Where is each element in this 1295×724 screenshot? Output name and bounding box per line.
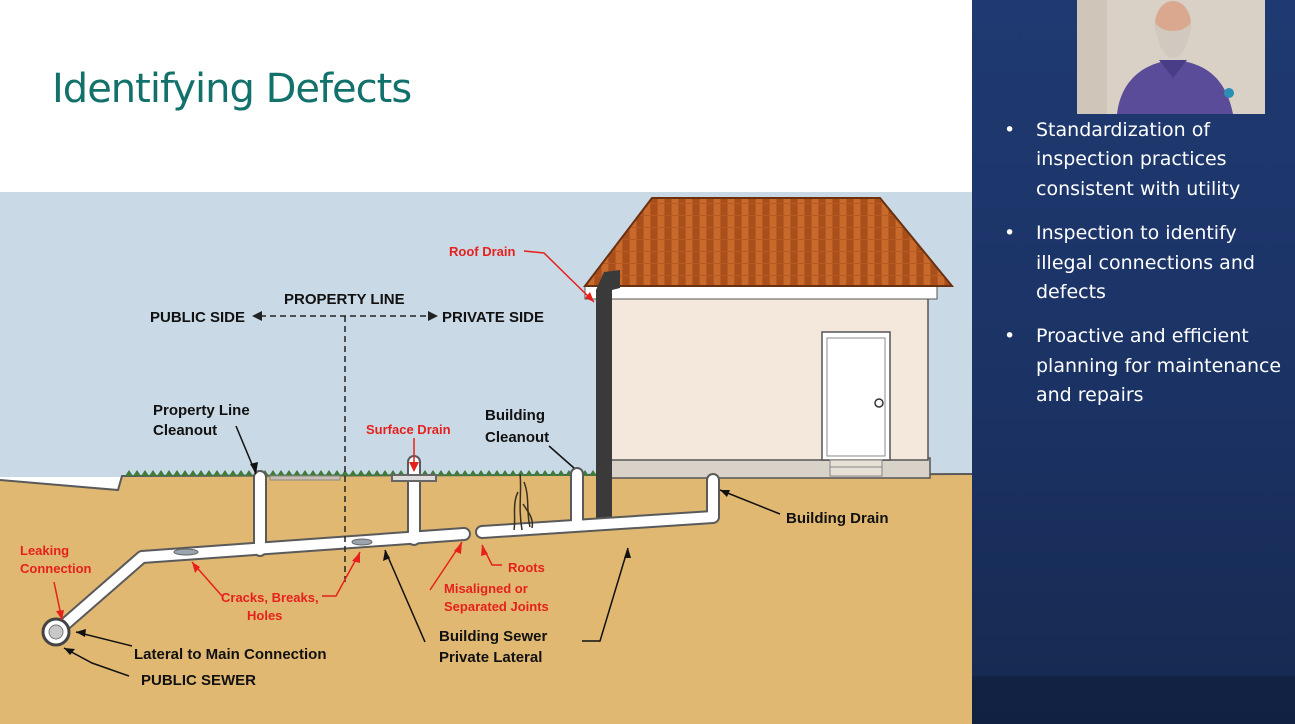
property-line-cleanout-label: Property Line Cleanout — [153, 402, 254, 439]
roots — [513, 473, 534, 531]
roof-drain-label: Roof Drain — [449, 244, 516, 259]
door — [821, 331, 891, 461]
sidebar-footer-band — [972, 676, 1295, 724]
cracks-breaks-holes-label: Cracks, Breaks, Holes — [221, 590, 322, 623]
bullet-item: Standardization of inspection practices … — [1002, 116, 1287, 204]
public-side-label: PUBLIC SIDE — [150, 309, 245, 326]
bullet-list: Standardization of inspection practices … — [1002, 116, 1287, 426]
crack-defect — [173, 548, 199, 556]
door-knob — [874, 398, 884, 408]
surface-drain-label: Surface Drain — [366, 422, 451, 437]
roof — [582, 197, 955, 287]
roots-label: Roots — [508, 560, 545, 575]
presenter-webcam — [1077, 0, 1265, 114]
sewer-lateral-diagram: PROPERTY LINE PUBLIC SIDE PRIVATE SIDE P… — [0, 192, 972, 724]
notes-sidebar: Standardization of inspection practices … — [972, 0, 1295, 724]
private-side-label: PRIVATE SIDE — [442, 309, 544, 326]
property-line-label: PROPERTY LINE — [284, 291, 405, 308]
bullet-item: Inspection to identify illegal connectio… — [1002, 219, 1287, 307]
slide: Identifying Defects — [0, 66, 972, 724]
roof-drain-pipe — [596, 290, 612, 530]
building-cleanout-label: Building Cleanout — [485, 407, 549, 446]
steps — [829, 459, 883, 477]
public-sewer-main — [41, 617, 71, 647]
hole-defect — [351, 538, 373, 546]
slide-title: Identifying Defects — [52, 66, 412, 112]
bullet-item: Proactive and efficient planning for mai… — [1002, 322, 1287, 410]
building-drain-label: Building Drain — [786, 510, 889, 527]
eave-trim — [584, 285, 938, 300]
soil — [0, 474, 972, 724]
lateral-to-main-label: Lateral to Main Connection — [134, 646, 327, 663]
presenter-video-icon — [1077, 0, 1265, 114]
building-sewer-label: Building Sewer Private Lateral — [439, 628, 552, 666]
leaking-connection-label: Leaking Connection — [20, 543, 92, 576]
misaligned-joints-label: Misaligned or Separated Joints — [444, 581, 549, 614]
public-sewer-label: PUBLIC SEWER — [141, 672, 256, 689]
surface-drain-grate — [391, 474, 437, 482]
cleanout-cap — [269, 475, 341, 481]
